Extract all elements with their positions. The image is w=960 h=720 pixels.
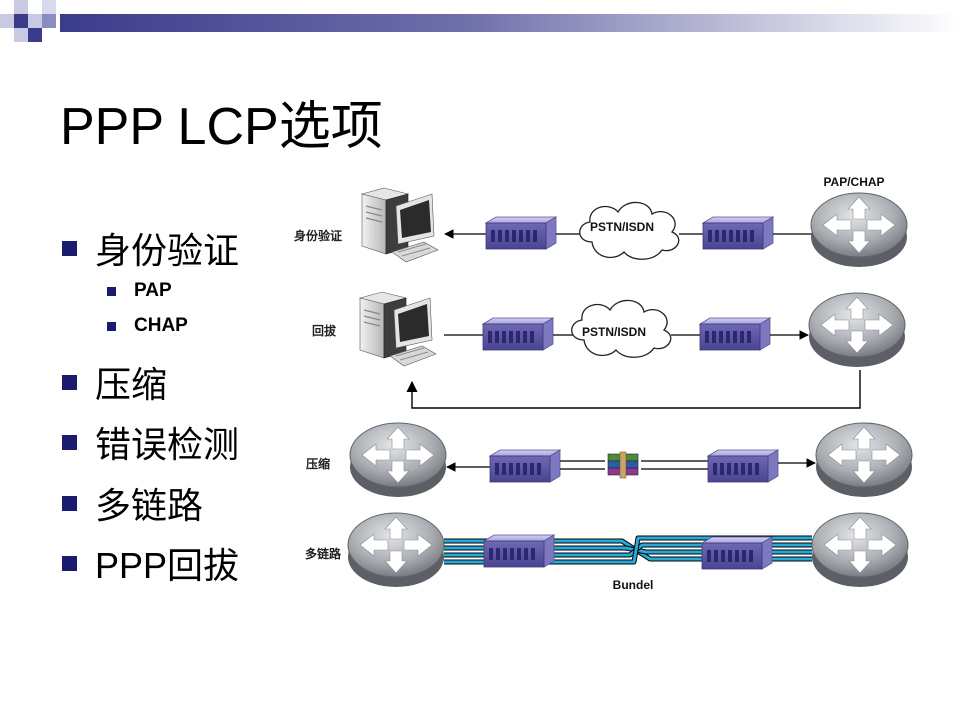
bullet-square-icon: [62, 374, 77, 390]
auth-protocol-label: PAP/CHAP: [823, 175, 884, 189]
callback-arrow-icon: [406, 370, 861, 409]
router-icon: [347, 512, 445, 588]
router-icon: [815, 422, 913, 498]
bullet-square-icon: [62, 495, 77, 511]
cloud-label: PSTN/ISDN: [582, 325, 646, 339]
bullet-text: 身份验证: [95, 230, 240, 271]
modem-icon: [483, 534, 555, 568]
computer-tower-icon: [359, 291, 437, 367]
bullet-square-icon: [62, 434, 77, 450]
row-label: 身份验证: [294, 228, 342, 243]
header-bar: [0, 0, 960, 42]
modem-icon: [482, 317, 554, 351]
archive-icon: [607, 451, 639, 479]
bullet-item: 错误检测: [62, 416, 239, 468]
bullet-item: PPP回拔: [62, 537, 239, 589]
bundle-label: Bundel: [613, 578, 654, 592]
diagram-row-callback: 回拔 PSTN/ISDN: [312, 291, 906, 409]
bullet-item: 身份验证: [62, 222, 239, 274]
bullet-text: 压缩: [95, 364, 168, 405]
bullet-text: 多链路: [95, 485, 204, 526]
sub-bullet-text: PAP: [134, 280, 172, 301]
router-icon: [808, 292, 906, 368]
row-label: 多链路: [305, 546, 342, 561]
modem-icon: [489, 449, 561, 483]
diagram-row-authentication: 身份验证 PSTN/ISDN PAP/CHAP: [294, 175, 908, 268]
modem-icon: [702, 216, 774, 250]
modem-icon: [707, 449, 779, 483]
modem-icon: [701, 536, 773, 570]
bullet-item: 多链路: [62, 477, 203, 529]
lcp-options-diagram: 身份验证 PSTN/ISDN PAP/CHAP 回拔 PSTN/ISDN 压缩: [294, 175, 913, 592]
sub-bullet-item: CHAP: [107, 315, 188, 337]
bullet-square-icon: [107, 321, 116, 331]
slide-title: PPP LCP选项: [60, 98, 383, 156]
header-checker-icon: [0, 0, 56, 42]
computer-tower-icon: [361, 187, 439, 263]
router-icon: [810, 192, 908, 268]
modem-icon: [485, 216, 557, 250]
row-label: 压缩: [306, 456, 330, 471]
bullet-text: PPP回拔: [95, 545, 240, 586]
row-label: 回拔: [312, 323, 337, 338]
modem-icon: [699, 317, 771, 351]
router-icon: [349, 422, 447, 498]
router-icon: [811, 512, 909, 588]
bullet-square-icon: [62, 555, 77, 571]
diagram-row-multilink: 多链路 Bundel: [305, 512, 909, 592]
bullet-text: 错误检测: [95, 424, 240, 465]
diagram-row-compression: 压缩: [306, 422, 913, 498]
bullet-item: 压缩: [62, 356, 167, 408]
bullet-square-icon: [107, 286, 116, 296]
sub-bullet-item: PAP: [107, 280, 172, 302]
bullet-square-icon: [62, 240, 77, 256]
cloud-label: PSTN/ISDN: [590, 220, 654, 234]
sub-bullet-text: CHAP: [134, 315, 188, 336]
